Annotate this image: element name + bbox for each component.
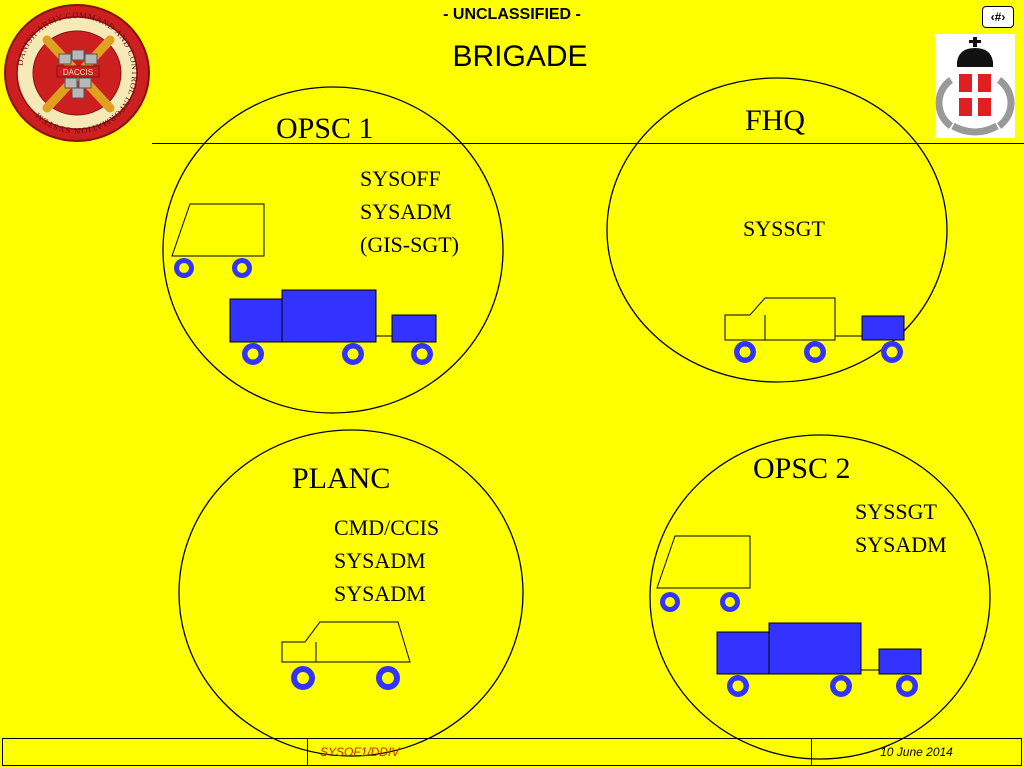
opsc2-circle [649,434,991,760]
opsc2-vehicles [656,535,922,697]
crown-shield-logo [935,34,1015,138]
opsc1-vehicles [171,203,437,365]
jeep-trailer-icon [724,297,905,363]
shelter-truck-icon [656,535,751,612]
jeep-icon [281,621,411,690]
opsc2-role: SYSSGT [855,499,937,524]
fhq-role: SYSSGT [743,216,825,241]
fhq-roles: SYSSGT [743,212,825,245]
planc-roles: CMD/CCIS SYSADM SYSADM [334,511,439,610]
shelter-truck-icon [171,203,265,278]
planc-role: SYSADM [334,581,426,606]
seal-center-text: DACCIS [63,68,93,77]
planc-role: SYSADM [334,548,426,573]
planc-circle [178,429,524,757]
opsc1-role: SYSOFF [360,166,441,191]
footer-date: 10 June 2014 [811,738,1022,766]
footer-document-id: SYSOF1/DDIV [307,738,812,766]
opsc2-role: SYSADM [855,532,947,557]
opsc1-label: OPSC 1 [276,112,374,145]
footer-left-cell [2,738,308,766]
daccis-seal-logo: DACCIS DANISH ARMY COMMAND AND CONTROL I… [4,4,150,142]
fhq-vehicles [724,297,905,363]
header-divider [152,143,1024,144]
planc-role: CMD/CCIS [334,515,440,540]
classification-label: - UNCLASSIFIED - [443,6,581,23]
planc-label: PLANC [292,462,391,495]
opsc2-label: OPSC 2 [753,452,851,485]
opsc1-role: (GIS-SGT) [360,232,459,257]
cargo-truck-trailer-icon [229,289,437,365]
fhq-circle [606,77,948,383]
slide-number: ‹#› [982,6,1014,28]
opsc1-roles: SYSOFF SYSADM (GIS-SGT) [360,162,459,261]
page-title: BRIGADE [452,40,588,73]
opsc2-roles: SYSSGT SYSADM [855,495,947,561]
opsc1-role: SYSADM [360,199,452,224]
fhq-label: FHQ [745,104,806,137]
opsc1-circle [162,86,504,414]
planc-vehicles [281,621,411,690]
footer-bar: SYSOF1/DDIV 10 June 2014 [0,738,1024,766]
cargo-truck-trailer-icon [716,622,922,697]
